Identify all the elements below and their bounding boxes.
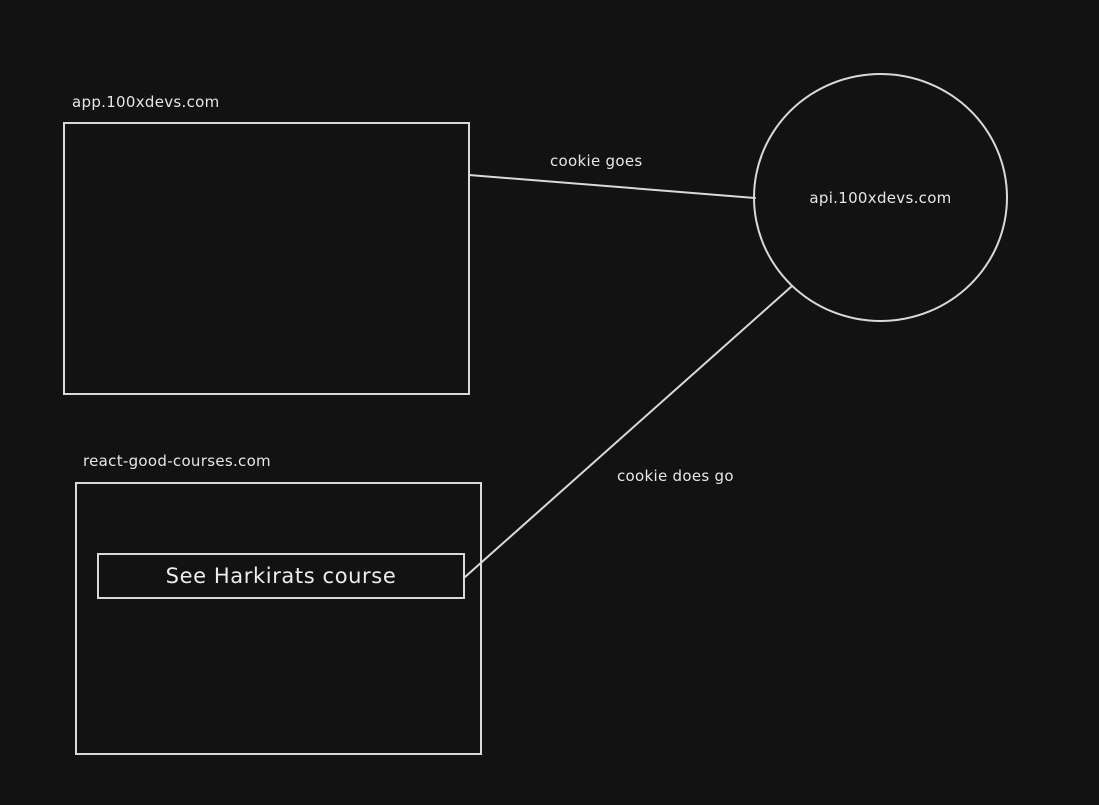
- edge-app-to-api-label: cookie goes: [550, 152, 643, 170]
- app-site-label: app.100xdevs.com: [72, 93, 220, 111]
- edge-third-party-to-api: [464, 285, 793, 578]
- edge-third-party-to-api-label: cookie does go: [617, 467, 734, 485]
- api-server-circle: api.100xdevs.com: [753, 73, 1008, 322]
- api-server-label: api.100xdevs.com: [809, 188, 952, 207]
- app-site-box: [63, 122, 470, 395]
- see-course-button[interactable]: See Harkirats course: [97, 553, 465, 599]
- third-party-site-label: react-good-courses.com: [83, 452, 271, 470]
- third-party-site-box: [75, 482, 482, 755]
- edge-app-to-api: [468, 174, 756, 199]
